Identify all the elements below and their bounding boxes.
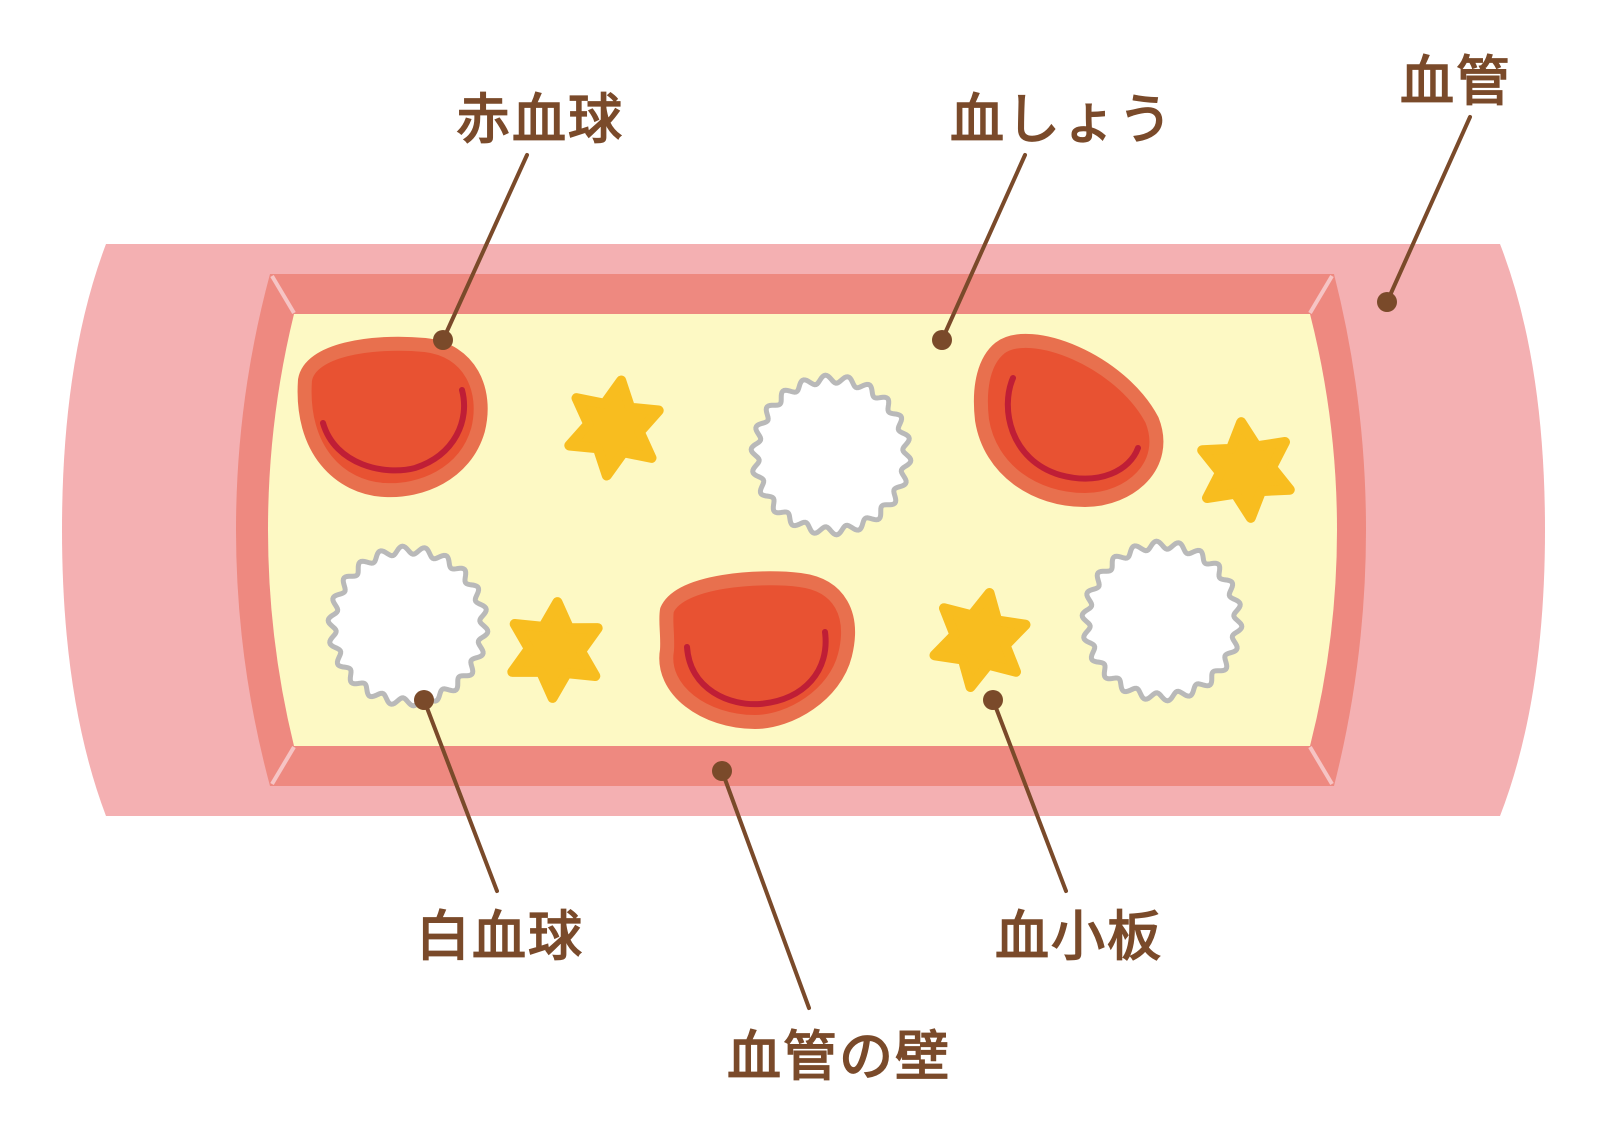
wall-bevel-lines [270,274,1334,786]
leader-line-plasma [940,153,1027,342]
label-red-blood-cell: 赤血球 [456,88,624,151]
platelet [929,588,1031,692]
white-blood-cell [1079,538,1245,704]
platelets [507,375,1295,703]
leader-line-vessel-wall [720,769,811,1010]
white-blood-cell [748,372,914,538]
leader-line-platelet [991,698,1068,893]
red-blood-cell [973,333,1164,507]
leader-dot-red-blood-cell [433,330,453,350]
leader-lines [422,115,1472,1010]
leader-dot-blood-vessel [1377,292,1397,312]
leader-dot-white-blood-cell [414,690,434,710]
label-blood-vessel: 血管 [1400,50,1512,113]
platelet [507,597,603,703]
leader-dot-plasma [932,330,952,350]
leader-line-white-blood-cell [422,698,499,893]
leader-dots [414,292,1397,781]
leader-dot-platelet [983,690,1003,710]
white-blood-cell [325,543,491,709]
label-vessel-wall: 血管の壁 [727,1025,951,1088]
leader-dot-vessel-wall [712,761,732,781]
platelet [1197,417,1295,523]
platelet [564,375,664,481]
label-white-blood-cell: 白血球 [416,905,584,968]
white-blood-cells [325,372,1245,709]
label-platelet: 血小板 [995,905,1163,968]
leader-line-blood-vessel [1385,115,1472,304]
label-plasma: 血しょう [950,88,1174,151]
red-blood-cell [659,571,855,729]
red-blood-cell [297,336,488,498]
leader-line-red-blood-cell [441,153,529,342]
